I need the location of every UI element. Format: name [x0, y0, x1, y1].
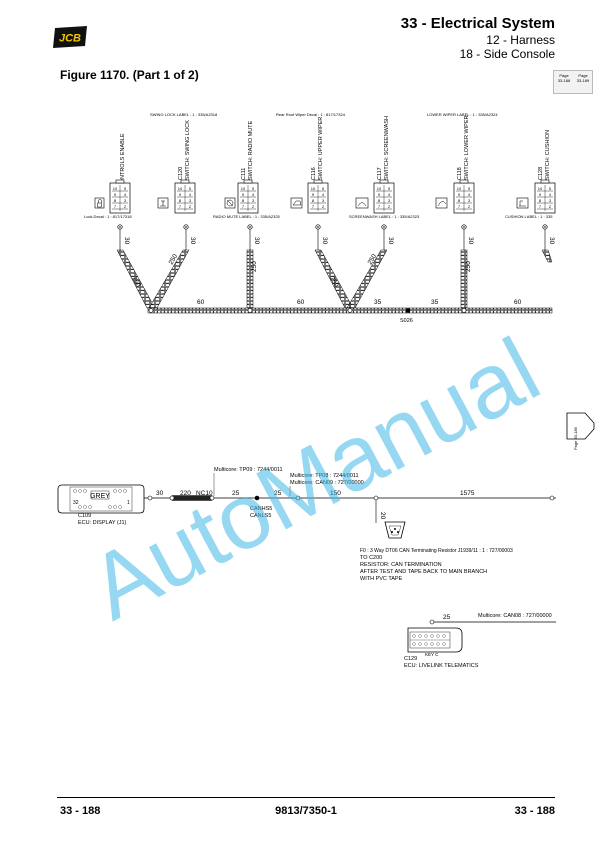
connector-c109[interactable]: GREY 32 1: [57, 484, 145, 514]
connector-c128[interactable]: C128 SWITCH: CUSHION: [516, 130, 556, 214]
section-title: 33 - Electrical System: [400, 15, 555, 32]
connector-c118[interactable]: C118 SWITCH: LOWER WIPER: [435, 116, 475, 214]
splice-label: S026: [400, 318, 413, 324]
screenwash-label: SCREENWASH LABEL : 1 : 335/A2323: [349, 214, 420, 219]
connector-desc: SWITCH: CONTROLS ENABLE: [120, 133, 126, 212]
jcb-logo: JCB: [53, 26, 87, 48]
c109-id: C109: [78, 513, 91, 519]
svg-text:220: 220: [180, 490, 191, 497]
connector-c117[interactable]: C117 SWITCH: SCREENWASH: [355, 116, 395, 214]
multicore-can08: Multicore: CAN08 : 727/00000: [478, 613, 552, 619]
svg-text:250: 250: [465, 261, 472, 272]
svg-text:C111: C111: [241, 168, 247, 180]
svg-text:35: 35: [374, 299, 382, 306]
svg-text:25: 25: [274, 490, 282, 497]
footer-page-left: 33 - 188: [60, 805, 101, 817]
svg-text:60: 60: [514, 299, 522, 306]
svg-text:AFTER TEST AND TAPE BACK TO MA: AFTER TEST AND TAPE BACK TO MAIN BRANCH: [360, 569, 487, 575]
c129-id: C129: [404, 656, 417, 662]
footer-rule: [57, 797, 555, 798]
page-label: Page: [578, 73, 588, 78]
svg-text:Page 33-189: Page 33-189: [573, 426, 578, 450]
svg-text:SWITCH: CUSHION: SWITCH: CUSHION: [545, 130, 551, 180]
page-value[interactable]: 33-189: [576, 78, 590, 83]
svg-text:60: 60: [297, 299, 305, 306]
svg-text:250: 250: [130, 276, 142, 289]
svg-text:30: 30: [548, 237, 555, 245]
svg-text:250: 250: [251, 261, 258, 272]
page-value[interactable]: 33-188: [557, 78, 571, 83]
multicore-tp09: Multicore: TP09 : 7244/0011: [214, 467, 283, 473]
subsection-title: 12 - Harness: [486, 33, 555, 47]
logo-text: JCB: [59, 33, 81, 45]
svg-text:1: 1: [127, 500, 130, 506]
c109-desc: ECU: DISPLAY (J1): [78, 520, 127, 526]
svg-text:SWITCH: RADIO MUTE: SWITCH: RADIO MUTE: [248, 120, 254, 180]
svg-text:150: 150: [330, 490, 341, 497]
connector-c111[interactable]: C111 SWITCH: RADIO MUTE: [224, 120, 259, 214]
svg-text:SWITCH: UPPER WIPER: SWITCH: UPPER WIPER: [318, 117, 324, 180]
subsection-title-2: 18 - Side Console: [459, 47, 555, 61]
svg-text:25: 25: [232, 490, 240, 497]
can-terminating-resistor[interactable]: [384, 521, 406, 539]
rear-roof-wiper-label: Rear Roof Wiper Decal : 1 : 817/17324: [276, 112, 346, 117]
multicore-can09: Multicore: CAN09 : 727/00000: [290, 480, 364, 486]
svg-text:TO C200: TO C200: [360, 555, 382, 561]
svg-text:30: 30: [189, 237, 196, 245]
splice-dot: [405, 308, 411, 313]
svg-text:NC10: NC10: [196, 490, 213, 497]
lock-decal-label: Lock Decal : 1 : 817/17318: [84, 214, 132, 219]
svg-text:250: 250: [328, 276, 340, 289]
footer-doc-number: 9813/7350-1: [275, 805, 337, 817]
svg-text:30: 30: [321, 237, 328, 245]
swing-lock-label: SWING LOCK LABEL : 1 : 335/A2318: [150, 112, 218, 117]
footer-page-right: 33 - 188: [514, 805, 555, 817]
cushion-label: CUSHION LABEL : 1 : 335: [505, 214, 553, 219]
page-label: Page: [559, 73, 569, 78]
branch-bundles: [116, 249, 553, 309]
svg-text:SWITCH: LOWER WIPER: SWITCH: LOWER WIPER: [464, 116, 470, 181]
connector-c120[interactable]: C120 SWITCH: SWING LOCK: [157, 120, 196, 214]
svg-text:C120: C120: [178, 167, 184, 180]
next-page-arrow[interactable]: Page 33-189: [566, 412, 595, 450]
svg-text:RESISTOR: CAN TERMINATION: RESISTOR: CAN TERMINATION: [360, 562, 442, 568]
f0-note: F0 : 3 Way DT06 CAN Terminating Resistor…: [360, 548, 513, 554]
lower-wiper-label: LOWER WIPER LABEL : 1 : 335/A2324: [427, 112, 498, 117]
connector-c129[interactable]: KEY C: [407, 627, 463, 657]
svg-text:1575: 1575: [460, 490, 475, 497]
radio-mute-label: RADIO MUTE LABEL : 1 : 335/A2325: [213, 214, 281, 219]
grey-label: GREY: [90, 493, 110, 500]
svg-text:25: 25: [443, 614, 451, 621]
svg-text:20: 20: [379, 512, 386, 520]
svg-text:C117: C117: [377, 167, 383, 180]
svg-text:32: 32: [73, 500, 79, 506]
svg-text:30: 30: [156, 490, 164, 497]
svg-text:SWITCH: SWING LOCK: SWITCH: SWING LOCK: [185, 120, 191, 180]
svg-text:KEY C: KEY C: [425, 652, 439, 657]
svg-text:35: 35: [431, 299, 439, 306]
svg-text:30: 30: [467, 237, 474, 245]
svg-text:250: 250: [168, 253, 180, 266]
svg-text:C116: C116: [311, 167, 317, 180]
svg-text:250: 250: [367, 253, 379, 266]
svg-text:SWITCH: SCREENWASH: SWITCH: SCREENWASH: [384, 116, 390, 180]
multicore-tp08: Multicore: TP08 : 7244/0011: [290, 473, 359, 479]
page-index-box: Page 33-188 Page 33-189: [553, 70, 593, 94]
svg-text:C118: C118: [457, 167, 463, 180]
connector-c122[interactable]: C122 SWITCH: CONTROLS ENABLE: [94, 133, 131, 214]
canls-label: CANLS5: [250, 513, 271, 519]
svg-text:C128: C128: [538, 167, 544, 180]
canhs-label: CANHS5: [250, 506, 272, 512]
svg-text:60: 60: [197, 299, 205, 306]
connector-c116[interactable]: C116 SWITCH: UPPER WIPER: [290, 117, 329, 214]
svg-text:WITH PVC TAPE: WITH PVC TAPE: [360, 576, 403, 582]
svg-text:30: 30: [123, 237, 130, 245]
c129-desc: ECU: LIVELINK TELEMATICS: [404, 663, 479, 669]
svg-text:30: 30: [387, 237, 394, 245]
figure-title: Figure 1170. (Part 1 of 2): [60, 68, 199, 82]
svg-text:30: 30: [253, 237, 260, 245]
